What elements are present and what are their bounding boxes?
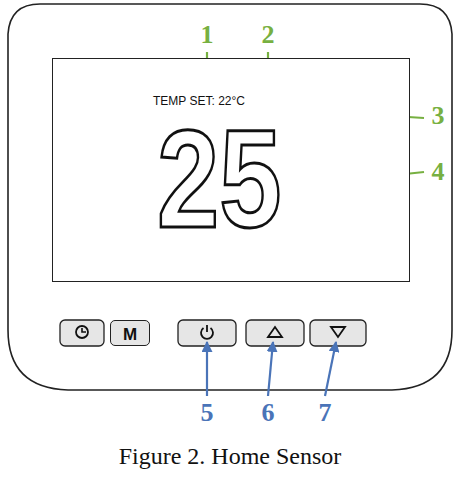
callout-number: 5 [201, 400, 214, 426]
callout-number: 2 [262, 22, 275, 48]
mode-button: M [110, 320, 150, 346]
lcd-screen: TEMP SET: 22°C 25 [52, 58, 410, 282]
callout-number: 4 [432, 159, 445, 185]
clock-button [60, 320, 104, 346]
housing-outline [8, 4, 452, 390]
callout-number: 3 [432, 103, 445, 129]
button-letter: M [123, 326, 137, 343]
figure-caption: Figure 2. Home Sensor [119, 444, 342, 468]
temperature-digits: 25 [157, 109, 282, 249]
callout-number: 1 [201, 22, 214, 48]
temp-set-text: TEMP SET: 22°C [153, 95, 245, 107]
callout-number: 7 [319, 400, 332, 426]
callout-number: 6 [262, 400, 275, 426]
up-button [246, 320, 304, 346]
down-button [310, 320, 366, 346]
